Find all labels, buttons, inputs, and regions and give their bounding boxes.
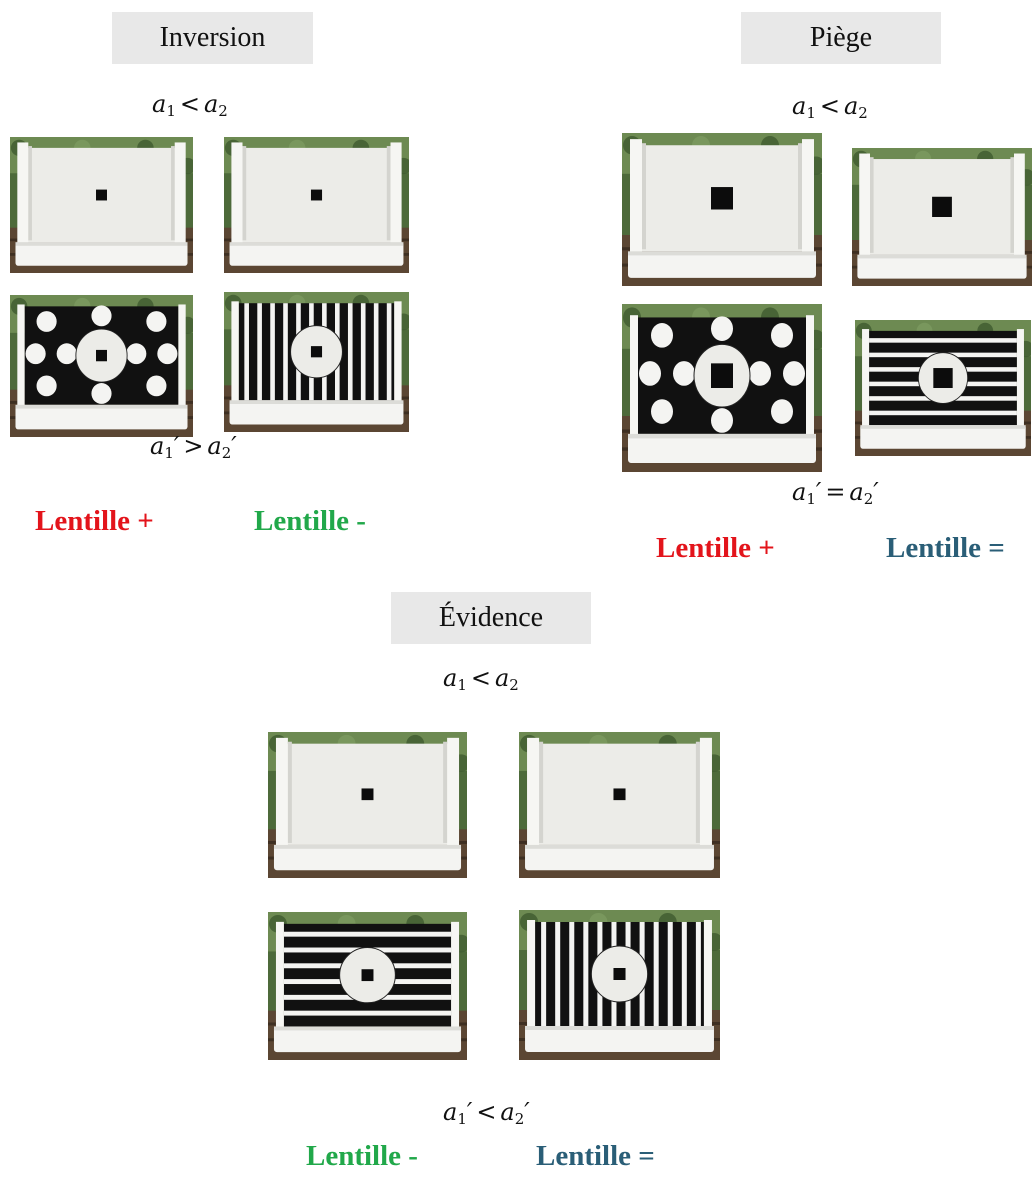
inversion-lens-plus: Lentille +: [35, 505, 154, 537]
piege-photo-dots: [622, 304, 822, 472]
evidence-photo-plain-2: [519, 732, 720, 878]
inversion-photo-plain-1: [10, 137, 193, 273]
piege-photo-plain-2: [852, 148, 1032, 286]
piege-lens-equal: Lentille =: [886, 532, 1005, 564]
inversion-relation-top: a1<a2: [152, 90, 228, 120]
evidence-photo-plain-1: [268, 732, 467, 878]
evidence-relation-top: a1<a2: [443, 664, 519, 694]
evidence-title: Évidence: [391, 592, 591, 644]
inversion-photo-dots: [10, 295, 193, 437]
piege-relation-top: a1<a2: [792, 92, 868, 122]
piege-title: Piège: [741, 12, 941, 64]
piege-relation-bottom: a1′=a2′: [792, 478, 879, 508]
piege-photo-hstripes: [855, 320, 1031, 456]
evidence-relation-bottom: a1′<a2′: [443, 1098, 530, 1128]
inversion-lens-minus: Lentille -: [254, 505, 366, 537]
evidence-lens-equal: Lentille =: [536, 1140, 655, 1172]
inversion-photo-vstripes: [224, 292, 409, 432]
piege-lens-plus: Lentille +: [656, 532, 775, 564]
evidence-photo-hstripes: [268, 912, 467, 1060]
evidence-photo-vstripes: [519, 910, 720, 1060]
inversion-photo-plain-2: [224, 137, 409, 273]
inversion-relation-bottom: a1′>a2′: [150, 432, 237, 462]
piege-photo-plain-1: [622, 133, 822, 286]
evidence-lens-minus: Lentille -: [306, 1140, 418, 1172]
inversion-title: Inversion: [112, 12, 313, 64]
